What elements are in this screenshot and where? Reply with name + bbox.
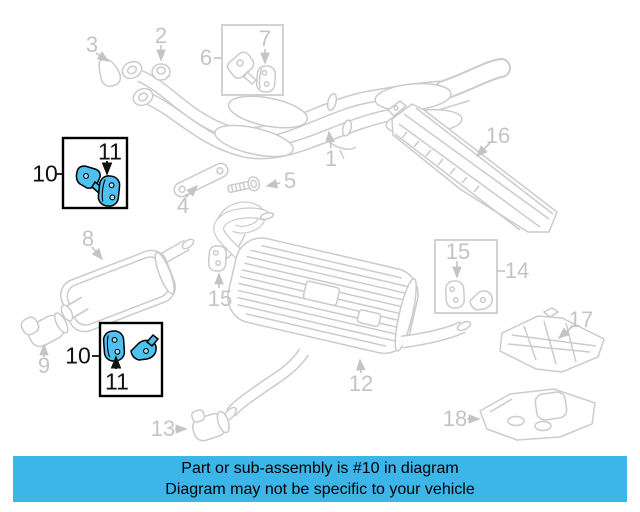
callout-3: 3: [85, 32, 99, 57]
callout-11-bottom: 11: [105, 368, 129, 395]
callout-12: 12: [348, 371, 374, 396]
callout-5: 5: [283, 168, 297, 193]
part-12-rear-muffler: [213, 207, 472, 422]
part-8-front-muffler: [59, 238, 195, 333]
callout-15-box: 15: [445, 239, 471, 264]
callout-14: 14: [504, 258, 530, 283]
note-banner-line2: Diagram may not be specific to your vehi…: [165, 481, 475, 498]
highlight-box-10-top: [56, 136, 129, 210]
callout-15-left: 15: [207, 286, 233, 311]
part-17-heat-shield: [499, 307, 605, 373]
part-10-bracket-highlighted: [75, 165, 106, 196]
callout-4: 4: [176, 193, 190, 218]
callout-16: 16: [485, 123, 511, 148]
callout-7: 7: [258, 26, 272, 51]
part-11-insulator-highlighted: [97, 175, 121, 207]
part-18-shield-pan: [479, 388, 596, 441]
highlight-box-10-bottom: [92, 321, 164, 398]
part-13-pipe-tip: [191, 409, 230, 442]
part-3-gasket: [98, 58, 122, 87]
callout-1: 1: [324, 146, 338, 171]
part-16-heat-shield: [386, 100, 558, 233]
part-15-insulator-left: [207, 233, 246, 272]
callout-10-bottom: 10: [65, 342, 91, 369]
part-1-front-pipe-assembly: [121, 58, 511, 160]
part-2-flange-nut: [151, 63, 171, 81]
front-flanges: [121, 60, 154, 107]
callout-11-top: 11: [98, 138, 122, 165]
callout-9: 9: [37, 353, 51, 378]
note-banner-line1: Part or sub-assembly is #10 in diagram: [181, 460, 459, 477]
part-5-bolt: [227, 176, 261, 194]
callout-10-top: 10: [32, 160, 58, 187]
callout-2: 2: [154, 23, 168, 48]
callout-8: 8: [81, 226, 95, 251]
part-10-bracket-highlighted-2: [130, 333, 160, 361]
callout-13: 13: [150, 416, 176, 441]
note-banner: Part or sub-assembly is #10 in diagram D…: [13, 456, 627, 502]
part-15-14-hanger-kit-box: [434, 239, 498, 314]
callout-18: 18: [442, 406, 468, 431]
part-11-insulator-highlighted-2: [102, 330, 126, 362]
callout-17: 17: [568, 307, 594, 332]
callout-6: 6: [199, 45, 213, 70]
part-9-pipe-piece: [20, 312, 69, 348]
callout-arrows: [39, 45, 574, 434]
part-6-7-hanger-kit-box: [221, 24, 284, 96]
